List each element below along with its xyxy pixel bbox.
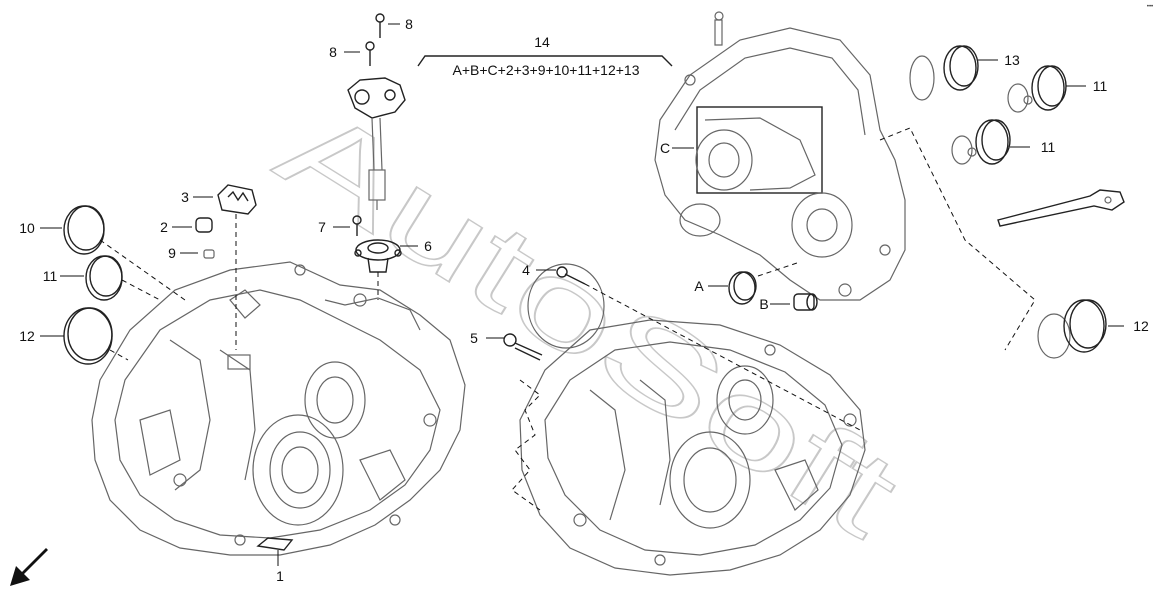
callout-12b: 12 (1133, 318, 1149, 334)
part-5-bolt: 5 (470, 330, 543, 361)
special-tool (997, 189, 1125, 227)
callout-13: 13 (1004, 52, 1020, 68)
callout-3: 3 (181, 189, 189, 205)
part-6-flange: 6 (354, 238, 432, 300)
callout-11c: 11 (1041, 139, 1056, 155)
part-11-seal-right-upper: 11 (1007, 65, 1108, 113)
part-13-seal: 13 (909, 45, 1020, 101)
part-A-seal: A (694, 261, 801, 305)
part-C-label: C (660, 140, 694, 156)
callout-A: A (694, 278, 704, 294)
part-2-plug: 2 (160, 217, 213, 235)
part-8-bolt-upper: 8 (375, 13, 413, 38)
corner-mark: ••• (1147, 4, 1153, 10)
callout-C: C (660, 140, 670, 156)
part-9-pin: 9 (168, 245, 215, 261)
part-11-seal-right-lower: 11 (951, 119, 1056, 165)
callout-1: 1 (276, 568, 284, 584)
callout-11b: 11 (1093, 78, 1108, 94)
callout-8b: 8 (329, 44, 337, 60)
watermark: AutoSoft (256, 78, 922, 564)
part-12-seal-right: 12 (1037, 299, 1149, 359)
part-11-seal-left: 11 (43, 255, 161, 301)
callout-6: 6 (424, 238, 432, 254)
part-B-bushing: B (759, 293, 818, 312)
part-8-bolt-lower: 8 (329, 41, 375, 66)
part-10-seal: 10 (19, 205, 186, 301)
assembly-group: 14 A+B+C+2+3+9+10+11+12+13 (417, 34, 673, 78)
part-1-plate: 1 (256, 537, 294, 584)
callout-12a: 12 (19, 328, 35, 344)
transmission-cover (654, 11, 906, 301)
callout-8a: 8 (405, 16, 413, 32)
callout-5: 5 (470, 330, 478, 346)
right-transmission-housing (511, 319, 866, 576)
left-transmission-housing (91, 261, 466, 556)
assembly-label: A+B+C+2+3+9+10+11+12+13 (453, 62, 640, 78)
assembly-number: 14 (534, 34, 550, 50)
assembly-brace (417, 55, 673, 67)
callout-4: 4 (522, 262, 530, 278)
part-7-bolt: 7 (318, 215, 362, 236)
callout-11a: 11 (43, 268, 58, 284)
arrow-down-left-icon (10, 548, 48, 586)
callout-B: B (759, 296, 768, 312)
part-3-cap: 3 (181, 184, 257, 350)
callout-7: 7 (318, 219, 326, 235)
sensor-bracket (347, 77, 406, 210)
part-4-bolt: 4 (522, 262, 861, 431)
part-12-seal-left: 12 (19, 307, 129, 365)
callout-10: 10 (19, 220, 35, 236)
right-dash-leader (879, 127, 1036, 351)
watermark-text: AutoSoft (256, 78, 921, 563)
callout-9: 9 (168, 245, 176, 261)
callout-2: 2 (160, 219, 168, 235)
